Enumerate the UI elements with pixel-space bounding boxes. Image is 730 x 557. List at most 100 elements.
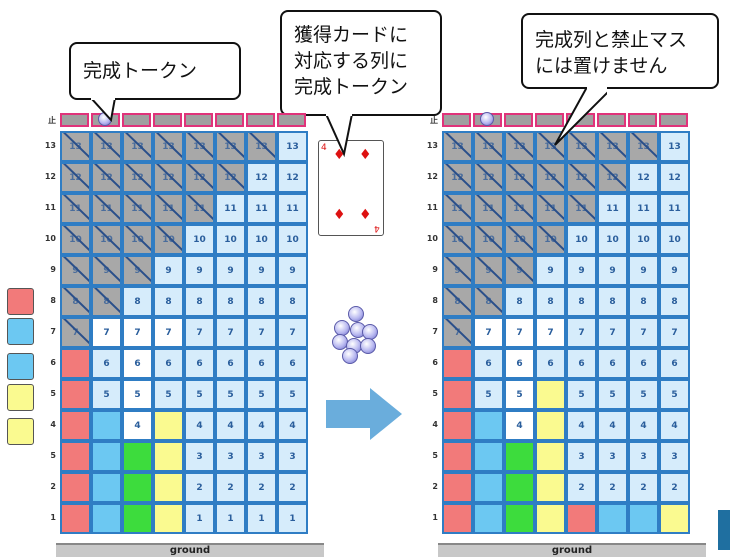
- placed-block: [153, 472, 184, 503]
- grid-cell: 13: [659, 131, 690, 162]
- token-bead: [348, 306, 364, 322]
- grid-cell: 3: [215, 441, 246, 472]
- placed-block: [442, 441, 473, 472]
- grid-cell: 6: [277, 348, 308, 379]
- blocked-cell: 11: [153, 193, 184, 224]
- placed-block: [122, 441, 153, 472]
- grid-cell: 1: [277, 503, 308, 534]
- row-label: 7: [50, 327, 56, 336]
- forbidden-cell: [442, 113, 471, 127]
- blocked-cell: 7: [442, 317, 473, 348]
- card-suit-pip: ♦: [333, 207, 346, 223]
- grid-cell: 10: [184, 224, 215, 255]
- forbidden-cell: [659, 113, 688, 127]
- blocked-cell: 11: [184, 193, 215, 224]
- row-label: 10: [426, 234, 438, 243]
- placed-block: [535, 379, 566, 410]
- ground-label: ground: [56, 543, 324, 557]
- blocked-cell: 9: [473, 255, 504, 286]
- blocked-cell: 13: [442, 131, 473, 162]
- blocked-cell: 13: [60, 131, 91, 162]
- callout-line-1: 獲得カードに: [294, 24, 409, 46]
- grid-cell: 8: [535, 286, 566, 317]
- placed-block: [597, 503, 628, 534]
- grid-cell: 11: [246, 193, 277, 224]
- blocked-cell: 13: [153, 131, 184, 162]
- grid-cell: 5: [91, 379, 122, 410]
- grid-cell: 12: [246, 162, 277, 193]
- callout-pointer: [89, 98, 117, 123]
- blocked-cell: 9: [504, 255, 535, 286]
- grid-cell: 6: [122, 348, 153, 379]
- blocked-cell: 9: [60, 255, 91, 286]
- placed-block: [91, 441, 122, 472]
- grid-cell: 10: [628, 224, 659, 255]
- forbidden-cell: [184, 113, 213, 127]
- placed-block: [122, 472, 153, 503]
- placed-block: [535, 503, 566, 534]
- placed-block: [442, 379, 473, 410]
- grid-cell: 8: [153, 286, 184, 317]
- grid-cell: 1: [215, 503, 246, 534]
- blocked-cell: 13: [566, 131, 597, 162]
- row-label: 2: [432, 482, 438, 491]
- blocked-cell: 9: [442, 255, 473, 286]
- grid-cell: 11: [597, 193, 628, 224]
- blocked-cell: 11: [504, 193, 535, 224]
- arrow-right-icon: [326, 388, 402, 440]
- grid-cell: 5: [473, 379, 504, 410]
- blocked-cell: 10: [60, 224, 91, 255]
- grid-cell: 7: [277, 317, 308, 348]
- grid-cell: 11: [659, 193, 690, 224]
- grid-cell: 3: [566, 441, 597, 472]
- row-label: 6: [50, 358, 56, 367]
- grid-cell: 3: [597, 441, 628, 472]
- grid-cell: 8: [659, 286, 690, 317]
- callout-line-2: には置けません: [535, 55, 668, 77]
- grid-cell: 8: [597, 286, 628, 317]
- placed-block: [442, 472, 473, 503]
- forbidden-cell: [60, 113, 89, 127]
- grid-cell: 3: [628, 441, 659, 472]
- placed-block: [153, 441, 184, 472]
- blocked-cell: 10: [535, 224, 566, 255]
- grid-cell: 2: [597, 472, 628, 503]
- blocked-cell: 11: [442, 193, 473, 224]
- blocked-cell: 12: [504, 162, 535, 193]
- blocked-cell: 13: [91, 131, 122, 162]
- grid-cell: 8: [215, 286, 246, 317]
- placed-block: [60, 379, 91, 410]
- placed-block: [504, 503, 535, 534]
- grid-cell: 3: [184, 441, 215, 472]
- grid-cell: 5: [277, 379, 308, 410]
- card-suit-pip: ♦: [359, 147, 372, 163]
- grid-cell: 8: [246, 286, 277, 317]
- row-label: 2: [50, 482, 56, 491]
- placed-block: [566, 503, 597, 534]
- placed-block: [60, 410, 91, 441]
- grid-cell: 9: [153, 255, 184, 286]
- grid-cell: 7: [246, 317, 277, 348]
- grid-cell: 10: [597, 224, 628, 255]
- palette-yellow-1: [7, 384, 34, 411]
- grid-cell: 3: [246, 441, 277, 472]
- grid-cell: 6: [504, 348, 535, 379]
- row-label: 4: [50, 420, 56, 429]
- grid-cell: 4: [277, 410, 308, 441]
- row-label: 12: [44, 172, 56, 181]
- callout-line-3: 完成トークン: [294, 76, 409, 98]
- grid-cell: 4: [184, 410, 215, 441]
- palette-blue-1: [7, 318, 34, 345]
- grid-cell: 2: [215, 472, 246, 503]
- grid-cell: 7: [659, 317, 690, 348]
- grid-cell: 5: [659, 379, 690, 410]
- grid-cell: 7: [473, 317, 504, 348]
- grid-cell: 4: [628, 410, 659, 441]
- blocked-cell: 12: [566, 162, 597, 193]
- grid-cell: 5: [184, 379, 215, 410]
- completion-token-pile: [328, 306, 378, 366]
- blocked-cell: 9: [122, 255, 153, 286]
- placed-block: [659, 503, 690, 534]
- forbidden-cell: [277, 113, 306, 127]
